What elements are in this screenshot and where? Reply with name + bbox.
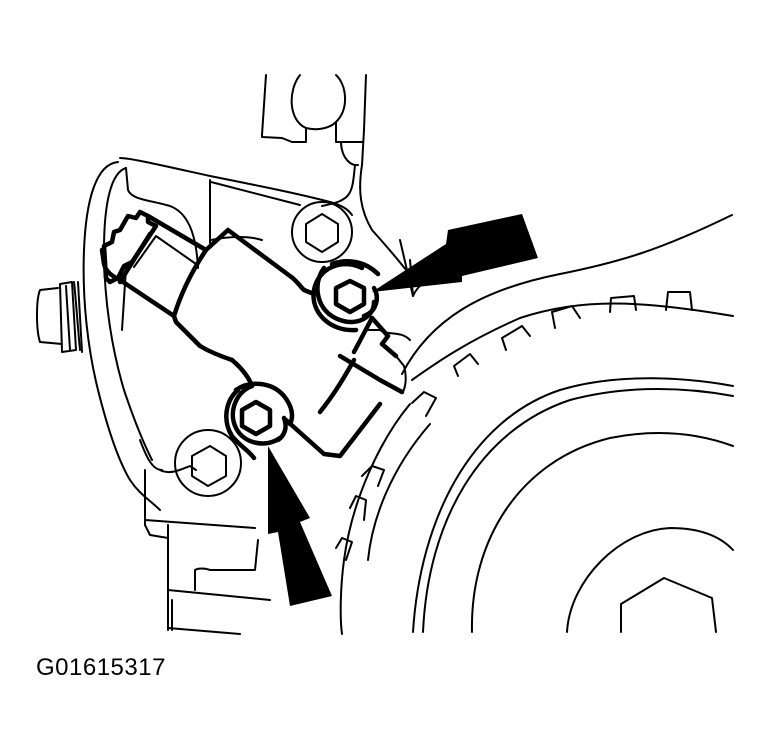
sensor-bolt-lower [224, 381, 295, 461]
reluctor-wheel [335, 214, 734, 635]
sensor-body [99, 209, 411, 459]
side-plug [36, 281, 83, 353]
housing-bolt-lower [174, 429, 242, 497]
sensor-bolt-upper [311, 259, 381, 333]
engine-housing [82, 157, 353, 635]
service-illustration [36, 74, 734, 635]
lower-bolt-arrow [268, 446, 332, 606]
figure-code: G01615317 [36, 654, 166, 681]
housing-bolt-upper [291, 201, 353, 263]
upper-bolt-arrow [372, 214, 538, 292]
upper-bracket [261, 74, 411, 276]
